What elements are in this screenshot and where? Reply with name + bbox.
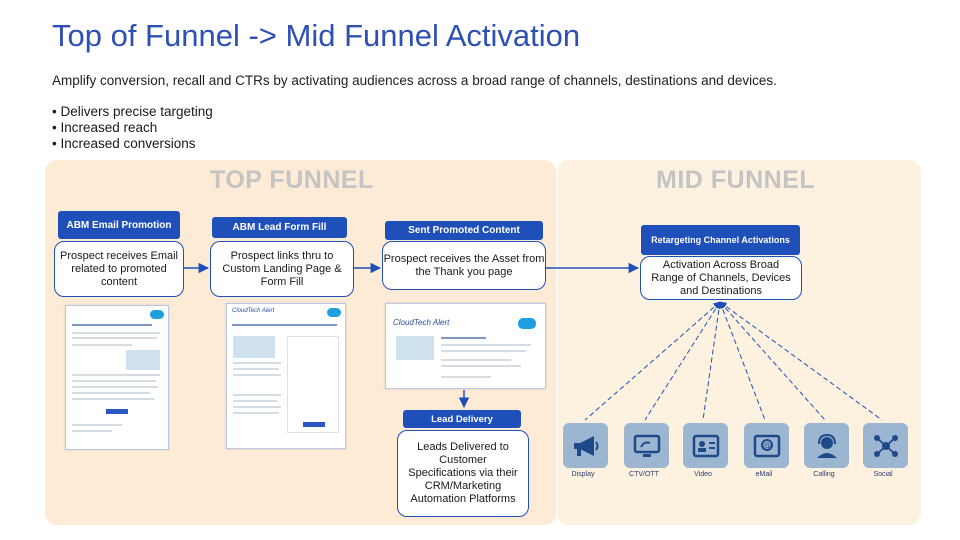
email-icon: @ — [744, 423, 789, 468]
headset-icon — [804, 423, 849, 468]
step-email-header: ABM Email Promotion — [58, 211, 180, 239]
top-funnel-label: TOP FUNNEL — [210, 166, 374, 194]
page-title: Top of Funnel -> Mid Funnel Activation — [52, 18, 581, 53]
mid-funnel-panel — [557, 160, 921, 525]
channel-label: Social — [873, 471, 893, 478]
channel-connector-lines — [584, 301, 883, 421]
channel-social — [863, 423, 908, 468]
step-formfill-box: Prospect links thru to Custom Landing Pa… — [210, 241, 354, 297]
step-email-box: Prospect receives Email related to promo… — [54, 241, 184, 297]
megaphone-icon — [563, 423, 608, 468]
salesforce-logo-icon — [518, 318, 536, 329]
benefit-list: Delivers precise targeting Increased rea… — [52, 104, 213, 152]
page-subtitle: Amplify conversion, recall and CTRs by a… — [52, 73, 777, 88]
channel-label: eMail — [755, 471, 773, 478]
step-content-box: Prospect receives the Asset from the Tha… — [382, 241, 546, 290]
channel-label: Calling — [813, 471, 835, 478]
channel-label: Display — [571, 471, 595, 478]
salesforce-logo-icon — [327, 308, 341, 317]
step-content-header: Sent Promoted Content — [385, 221, 543, 240]
benefit-item: Delivers precise targeting — [52, 104, 212, 120]
social-network-icon — [863, 423, 908, 468]
lead-delivery-box: Leads Delivered to Customer Specificatio… — [397, 430, 529, 517]
svg-text:@: @ — [763, 441, 771, 450]
retargeting-box: Activation Across Broad Range of Channel… — [640, 256, 802, 300]
landing-page-thumbnail: CloudTech Alert — [226, 303, 346, 449]
retargeting-header: Retargeting Channel Activations — [641, 225, 800, 255]
channel-video — [683, 423, 728, 468]
channel-label: Video — [694, 471, 712, 478]
channel-display — [563, 423, 608, 468]
lead-delivery-header: Lead Delivery — [403, 410, 521, 428]
step-formfill-header: ABM Lead Form Fill — [212, 217, 347, 238]
email-preview-thumbnail — [65, 305, 169, 450]
channel-email: @ — [744, 423, 789, 468]
video-icon — [683, 423, 728, 468]
benefit-item: Increased reach — [52, 120, 213, 136]
channel-calling — [804, 423, 849, 468]
salesforce-logo-icon — [150, 310, 164, 319]
benefit-item: Increased conversions — [52, 136, 213, 152]
cloudtech-logo: CloudTech Alert — [393, 318, 450, 327]
channel-label: CTV/OTT — [629, 471, 659, 478]
mid-funnel-label: MID FUNNEL — [656, 166, 816, 194]
tv-icon — [624, 423, 669, 468]
thank-you-page-thumbnail: CloudTech Alert — [385, 303, 546, 389]
cloudtech-logo: CloudTech Alert — [232, 308, 275, 314]
channel-ctv-ott — [624, 423, 669, 468]
